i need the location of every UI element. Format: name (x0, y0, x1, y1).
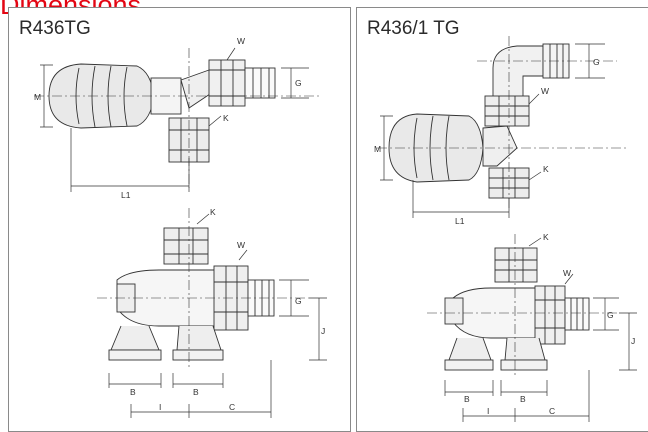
label-k: K (543, 164, 549, 174)
label-w: W (563, 268, 571, 278)
panel-r436tg: R436TG W (8, 7, 351, 432)
label-k: K (210, 207, 216, 217)
label-j: J (321, 326, 325, 336)
top-view-drawing (377, 36, 627, 218)
label-k: K (223, 113, 229, 123)
label-g: G (295, 296, 302, 306)
label-m: M (374, 144, 381, 154)
label-c: C (549, 406, 555, 416)
label-j: J (631, 336, 635, 346)
bottom-view-drawing (97, 208, 327, 418)
label-b: B (464, 394, 470, 404)
label-w: W (237, 240, 245, 250)
label-g: G (607, 310, 614, 320)
r436-1tg-drawings: G W M K L1 K W G J B (374, 36, 637, 422)
panel-r436-1tg: R436/1 TG G W M K (356, 7, 648, 432)
top-view-drawing (34, 47, 319, 192)
label-g: G (295, 78, 302, 88)
label-b: B (130, 387, 136, 397)
label-g: G (593, 57, 600, 67)
label-c: C (229, 402, 235, 412)
bottom-view-drawing (427, 234, 637, 422)
label-l1: L1 (455, 216, 465, 226)
label-k: K (543, 232, 549, 242)
label-b: B (520, 394, 526, 404)
label-b: B (193, 387, 199, 397)
panel-title: R436TG (19, 18, 91, 39)
label-i: I (159, 402, 161, 412)
r436tg-drawings: W G M K L1 (34, 36, 327, 418)
label-w: W (237, 36, 245, 46)
label-i: I (487, 406, 489, 416)
label-m: M (34, 92, 41, 102)
label-w: W (541, 86, 549, 96)
label-l1: L1 (121, 190, 131, 200)
panel-title: R436/1 TG (367, 18, 460, 39)
